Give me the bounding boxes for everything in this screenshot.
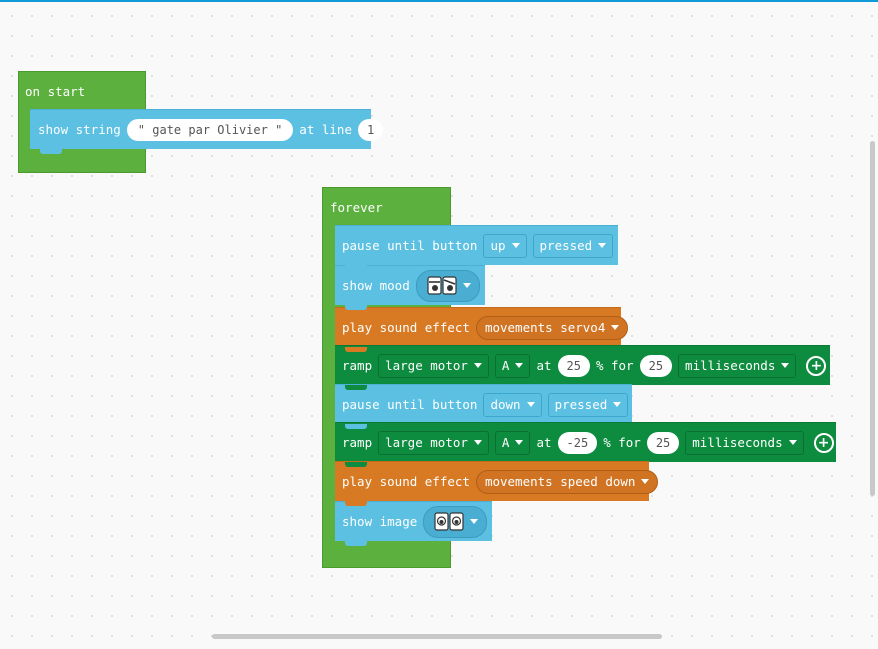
block-connector <box>40 149 62 154</box>
motor-value: large motor <box>385 435 468 450</box>
eyes-image-icon <box>434 511 464 531</box>
event-dropdown[interactable]: pressed <box>547 392 629 417</box>
duration-input[interactable]: 25 <box>646 431 680 454</box>
motor-dropdown[interactable]: large motor <box>378 430 489 455</box>
port-value: A <box>501 358 510 373</box>
chevron-down-icon <box>526 402 535 407</box>
speed-input[interactable]: 25 <box>557 354 590 377</box>
pause-until-button-label: pause until button <box>342 238 478 253</box>
at-label: at <box>536 358 552 373</box>
unit-value: milliseconds <box>685 358 776 373</box>
block-connector <box>345 305 367 310</box>
ramp-motor-block[interactable]: ramp large motor A at 25 % for 25 millis… <box>335 345 830 390</box>
block-connector <box>345 385 367 390</box>
chevron-down-icon <box>473 363 482 368</box>
speed-input[interactable]: -25 <box>557 431 598 454</box>
event-value: pressed <box>554 397 608 412</box>
sound-effect-dropdown[interactable]: movements speed down <box>475 469 659 494</box>
chevron-down-icon <box>598 243 607 248</box>
chevron-down-icon <box>462 283 471 288</box>
top-accent-line <box>0 0 878 2</box>
ramp-motor-block[interactable]: ramp large motor A at -25 % for 25 milli… <box>335 422 836 467</box>
button-value: up <box>490 238 506 253</box>
chevron-down-icon <box>470 519 479 524</box>
at-line-label: at line <box>299 122 352 137</box>
percent-for-label: % for <box>603 435 641 450</box>
motor-value: large motor <box>385 358 468 373</box>
horizontal-scrollbar[interactable] <box>212 634 662 639</box>
pause-until-button-up-block[interactable]: pause until button up pressed <box>335 225 618 270</box>
show-mood-block[interactable]: show mood <box>335 265 485 310</box>
pause-until-button-label: pause until button <box>342 397 478 412</box>
play-sound-effect-block[interactable]: play sound effect movements servo4 <box>335 307 629 352</box>
chevron-down-icon <box>515 440 524 445</box>
pause-until-button-down-block[interactable]: pause until button down pressed <box>335 384 632 429</box>
block-connector <box>345 265 367 270</box>
play-sound-effect-label: play sound effect <box>342 320 470 335</box>
button-dropdown[interactable]: up <box>483 233 527 258</box>
block-connector <box>345 462 367 467</box>
port-value: A <box>501 435 510 450</box>
event-value: pressed <box>539 238 593 253</box>
eyes-mood-icon <box>427 275 457 295</box>
chevron-down-icon <box>611 325 620 330</box>
block-connector <box>345 347 367 352</box>
block-connector <box>345 501 367 506</box>
mood-dropdown[interactable] <box>415 269 480 302</box>
string-input[interactable]: " gate par Olivier " <box>126 118 294 141</box>
chevron-down-icon <box>473 440 482 445</box>
line-number-input[interactable]: 1 <box>357 118 384 141</box>
vertical-scrollbar[interactable] <box>870 141 875 496</box>
sound-effect-value: movements servo4 <box>484 320 606 335</box>
on-start-label: on start <box>25 84 86 99</box>
chevron-down-icon <box>641 479 650 484</box>
ramp-label: ramp <box>342 358 373 373</box>
block-connector <box>345 424 367 429</box>
chevron-down-icon <box>788 440 797 445</box>
chevron-down-icon <box>515 363 524 368</box>
show-image-block[interactable]: show image <box>335 501 492 546</box>
at-label: at <box>536 435 552 450</box>
port-dropdown[interactable]: A <box>494 353 531 378</box>
motor-dropdown[interactable]: large motor <box>378 353 489 378</box>
block-connector <box>345 541 367 546</box>
plus-icon[interactable]: + <box>813 432 834 453</box>
sound-effect-value: movements speed down <box>484 474 636 489</box>
plus-icon[interactable]: + <box>806 355 827 376</box>
forever-label: forever <box>330 200 383 215</box>
unit-dropdown[interactable]: milliseconds <box>685 430 804 455</box>
unit-value: milliseconds <box>692 435 783 450</box>
button-dropdown[interactable]: down <box>483 392 542 417</box>
show-string-block[interactable]: show string " gate par Olivier " at line… <box>30 109 384 154</box>
ramp-label: ramp <box>342 435 373 450</box>
play-sound-effect-block[interactable]: play sound effect movements speed down <box>335 461 659 506</box>
play-sound-effect-label: play sound effect <box>342 474 470 489</box>
duration-input[interactable]: 25 <box>639 354 673 377</box>
event-dropdown[interactable]: pressed <box>532 233 614 258</box>
button-value: down <box>490 397 521 412</box>
image-dropdown[interactable] <box>423 505 488 538</box>
chevron-down-icon <box>613 402 622 407</box>
port-dropdown[interactable]: A <box>494 430 531 455</box>
percent-for-label: % for <box>595 358 634 373</box>
show-mood-label: show mood <box>342 278 410 293</box>
sound-effect-dropdown[interactable]: movements servo4 <box>475 315 629 340</box>
unit-dropdown[interactable]: milliseconds <box>678 353 797 378</box>
chevron-down-icon <box>511 243 520 248</box>
show-image-label: show image <box>342 514 418 529</box>
show-string-label: show string <box>38 122 121 137</box>
chevron-down-icon <box>781 363 790 368</box>
